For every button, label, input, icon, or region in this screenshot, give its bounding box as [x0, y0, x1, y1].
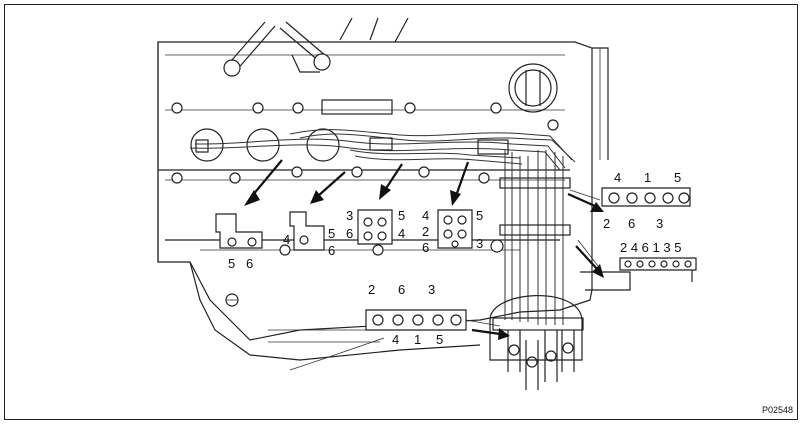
label-bc-top-1: 6 — [398, 282, 405, 297]
label-br-top-0: 4 — [614, 170, 621, 185]
lower-bolts — [171, 166, 504, 256]
label-front-left-1: 6 — [246, 256, 253, 271]
label-front-left-0: 5 — [228, 256, 235, 271]
cylinder-labels-clamp-4: 4 5 2 6 3 — [422, 208, 483, 255]
label-bc-top-0: 2 — [368, 282, 375, 297]
label-br-top-1: 1 — [644, 170, 651, 185]
cylinder-labels-clamp-2: 4 5 6 — [283, 226, 335, 258]
spark-plug-boots — [190, 128, 340, 162]
throttle-linkage — [223, 17, 409, 77]
leader-lines — [289, 189, 601, 371]
distributor — [489, 295, 584, 390]
label-bracket-far-right: 2 4 6 1 3 5 — [620, 240, 681, 255]
label-clamp-4-3: 6 — [422, 240, 429, 255]
figure-code: P02548 — [762, 405, 793, 415]
cylinder-labels-bracket-right: 4 1 5 2 6 3 — [603, 170, 681, 231]
cylinder-labels-front-left: 5 6 — [228, 256, 253, 271]
label-br-bot-1: 6 — [628, 216, 635, 231]
label-bc-bot-1: 1 — [414, 332, 421, 347]
label-bc-top-2: 3 — [428, 282, 435, 297]
bracket-right — [601, 187, 691, 207]
clamp-2 — [289, 211, 325, 251]
figure-frame — [4, 4, 798, 420]
label-clamp-4-4: 3 — [476, 236, 483, 251]
label-clamp-3-1: 5 — [398, 208, 405, 223]
label-br-bot-0: 2 — [603, 216, 610, 231]
label-clamp-3-0: 3 — [346, 208, 353, 223]
oil-filler-cap — [508, 63, 558, 113]
label-clamp-2-2: 6 — [328, 243, 335, 258]
label-clamp-2-0: 4 — [283, 232, 290, 247]
bracket-far-right — [619, 257, 697, 282]
clamp-front-left — [215, 213, 263, 249]
bracket-center — [365, 309, 467, 331]
label-clamp-4-1: 5 — [476, 208, 483, 223]
upper-bolts — [171, 99, 559, 131]
label-clamp-3-3: 4 — [398, 226, 405, 241]
label-bc-bot-2: 5 — [436, 332, 443, 347]
cylinder-labels-clamp-3: 3 5 6 4 — [346, 208, 405, 241]
label-br-bot-2: 3 — [656, 216, 663, 231]
label-clamp-2-1: 5 — [328, 226, 335, 241]
label-bc-bot-0: 4 — [392, 332, 399, 347]
label-br-top-2: 5 — [674, 170, 681, 185]
label-clamp-3-2: 6 — [346, 226, 353, 241]
clamp-4 — [437, 209, 473, 249]
clamp-3 — [357, 209, 393, 245]
label-clamp-4-0: 4 — [422, 208, 429, 223]
cylinder-labels-bracket-far-right: 2 4 6 1 3 5 — [620, 240, 681, 255]
pointer-arrows — [244, 159, 604, 340]
cylinder-labels-bracket-center: 2 6 3 4 1 5 — [368, 282, 443, 347]
label-clamp-4-2: 2 — [422, 224, 429, 239]
